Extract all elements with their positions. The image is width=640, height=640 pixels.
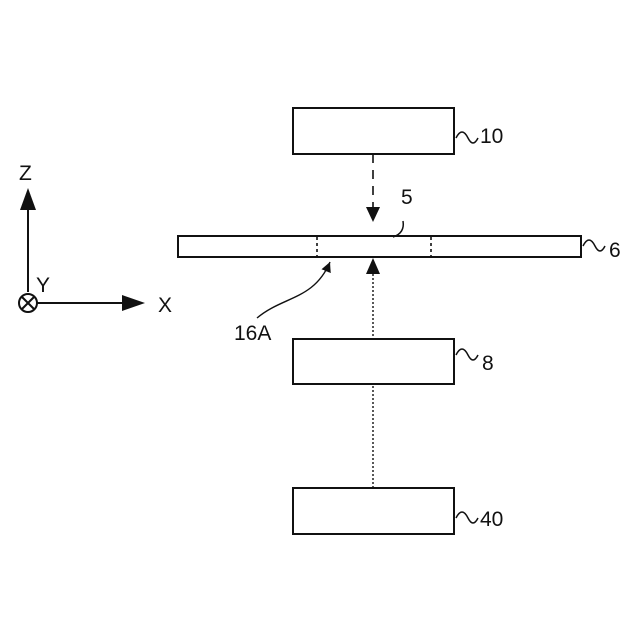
- y-axis-label: Y: [36, 274, 50, 297]
- middle-box-ref: 8: [482, 352, 494, 375]
- top-box: [293, 108, 454, 154]
- y-axis-into-page-icon: [19, 294, 37, 312]
- region-pointer-ref: 16A: [234, 322, 271, 345]
- region-ref: 5: [401, 186, 413, 209]
- bottom-box-ref: 40: [480, 508, 503, 531]
- x-axis-label: X: [158, 294, 172, 317]
- z-axis-label: Z: [19, 162, 32, 185]
- top-box-ref: 10: [480, 125, 503, 148]
- plate-leader: [583, 240, 605, 251]
- coordinate-axes: Z X Y: [19, 162, 172, 317]
- dashed-beam-arrowhead: [366, 207, 380, 222]
- bottom-box: [293, 488, 454, 534]
- bottom-box-leader: [456, 512, 478, 523]
- middle-box: [293, 339, 454, 384]
- region-leader: [393, 221, 403, 237]
- middle-box-leader: [456, 349, 478, 360]
- z-axis-arrowhead: [20, 188, 36, 210]
- x-axis-arrowhead: [122, 295, 145, 311]
- plate: [178, 236, 581, 257]
- region-pointer-arrow: [257, 262, 330, 318]
- dotted-beam-arrowhead: [366, 258, 380, 274]
- top-box-leader: [456, 132, 478, 143]
- plate-ref: 6: [609, 239, 621, 262]
